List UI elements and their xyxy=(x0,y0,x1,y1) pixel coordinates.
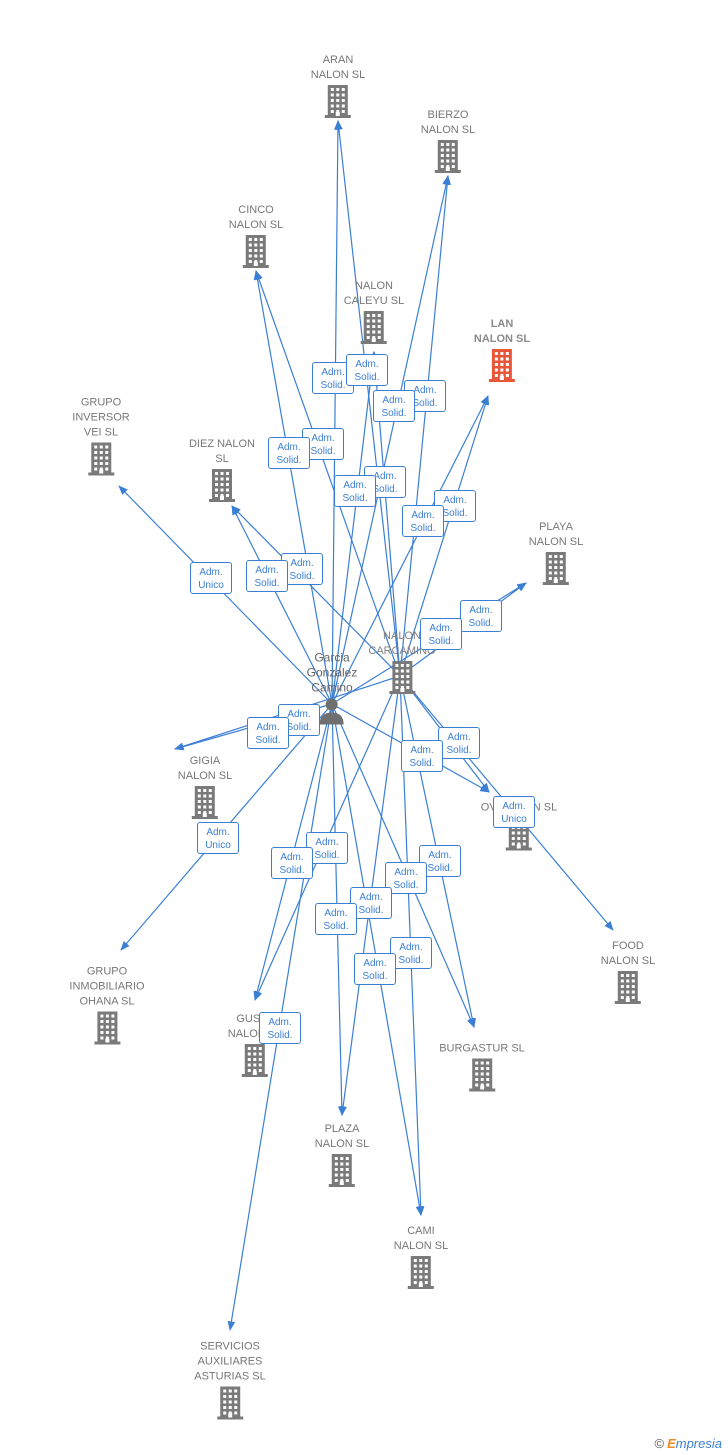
node-bierzo[interactable]: BIERZO NALON SL xyxy=(421,108,475,174)
building-icon xyxy=(188,784,222,820)
brand-name: mpresia xyxy=(675,1436,722,1451)
building-icon xyxy=(213,1385,247,1421)
node-grupo-ohana[interactable]: GRUPO INMOBILIARIO OHANA SL xyxy=(69,965,145,1046)
node-garcia[interactable]: Garcia Gonzalez Camino xyxy=(306,650,358,726)
edge-carcamino-to-diez xyxy=(231,505,401,677)
role-badge[interactable]: Adm. Solid. xyxy=(390,937,432,969)
role-badge[interactable]: Adm. Solid. xyxy=(401,740,443,772)
node-label: SERVICIOS AUXILIARES ASTURIAS SL xyxy=(194,1340,266,1383)
node-burgastur[interactable]: BURGASTUR SL xyxy=(439,1042,525,1093)
role-badge[interactable]: Adm. Solid. xyxy=(247,717,289,749)
node-label: NALON CARCAMINO xyxy=(368,630,436,657)
node-lan[interactable]: LAN NALON SL xyxy=(474,317,530,383)
edge-garcia-to-lan xyxy=(331,395,489,705)
building-icon xyxy=(90,1010,124,1046)
edge-garcia-to-caleyu xyxy=(331,351,377,705)
node-aran[interactable]: ARAN NALON SL xyxy=(311,53,365,119)
role-badge[interactable]: Adm. Solid. xyxy=(315,903,357,935)
edge-garcia-to-cinco xyxy=(253,270,333,705)
node-label: GIGIA NALON SL xyxy=(177,755,233,782)
role-badge[interactable]: Adm. Solid. xyxy=(402,505,444,537)
edge-garcia-to-bierzo xyxy=(331,175,450,705)
node-label: LAN NALON SL xyxy=(473,318,531,345)
building-icon xyxy=(385,659,419,695)
role-badge[interactable]: Adm. Solid. xyxy=(460,600,502,632)
edge-garcia-to-diez xyxy=(231,505,333,705)
brand-initial: E xyxy=(667,1436,676,1451)
copyright-symbol: © xyxy=(654,1436,665,1451)
node-label: DIEZ NALON SL xyxy=(188,438,256,465)
node-label: BIERZO NALON SL xyxy=(420,109,476,136)
role-badge[interactable]: Adm. Solid. xyxy=(334,475,376,507)
role-badge[interactable]: Adm. Solid. xyxy=(346,354,388,386)
role-badge[interactable]: Adm. Unico xyxy=(190,562,232,594)
person-icon xyxy=(317,696,347,726)
role-badge[interactable]: Adm. Solid. xyxy=(373,390,415,422)
node-grupo-inversor[interactable]: GRUPO INVERSOR VEI SL xyxy=(72,396,130,477)
role-badge[interactable]: Adm. Solid. xyxy=(385,862,427,894)
node-label: NALON CALEYU SL xyxy=(343,280,405,307)
building-icon xyxy=(485,347,519,383)
building-icon xyxy=(611,969,645,1005)
role-badge[interactable]: Adm. Solid. xyxy=(246,560,288,592)
edge-garcia-to-grupo_inversor xyxy=(118,485,333,705)
node-servicios[interactable]: SERVICIOS AUXILIARES ASTURIAS SL xyxy=(194,1340,266,1421)
node-carcamino[interactable]: NALON CARCAMINO xyxy=(368,629,436,695)
building-icon xyxy=(404,1254,438,1290)
edge-carcamino-to-cinco xyxy=(255,270,401,677)
building-icon xyxy=(465,1057,499,1093)
building-icon xyxy=(321,83,355,119)
building-icon xyxy=(238,1042,272,1078)
building-icon xyxy=(431,138,465,174)
node-label: PLAZA NALON SL xyxy=(314,1123,370,1150)
role-badge[interactable]: Adm. Solid. xyxy=(271,847,313,879)
role-badge[interactable]: Adm. Unico xyxy=(197,822,239,854)
node-diez[interactable]: DIEZ NALON SL xyxy=(189,437,255,503)
node-food[interactable]: FOOD NALON SL xyxy=(601,939,655,1005)
node-label: GRUPO INVERSOR VEI SL xyxy=(72,396,130,439)
building-icon xyxy=(325,1152,359,1188)
node-gigia[interactable]: GIGIA NALON SL xyxy=(178,754,232,820)
node-label: Garcia Gonzalez Camino xyxy=(306,650,358,695)
node-label: CINCO NALON SL xyxy=(228,204,284,231)
node-playa[interactable]: PLAYA NALON SL xyxy=(529,520,583,586)
node-label: FOOD NALON SL xyxy=(600,940,656,967)
building-icon xyxy=(539,550,573,586)
building-icon xyxy=(357,309,391,345)
node-label: PLAYA NALON SL xyxy=(528,521,584,548)
building-icon xyxy=(205,467,239,503)
node-plaza[interactable]: PLAZA NALON SL xyxy=(315,1122,369,1188)
node-label: CAMI NALON SL xyxy=(393,1225,449,1252)
role-badge[interactable]: Adm. Solid. xyxy=(306,832,348,864)
node-cami[interactable]: CAMI NALON SL xyxy=(394,1224,448,1290)
node-cinco[interactable]: CINCO NALON SL xyxy=(229,203,283,269)
building-icon xyxy=(239,233,273,269)
role-badge[interactable]: Adm. Unico xyxy=(493,796,535,828)
node-label: GRUPO INMOBILIARIO OHANA SL xyxy=(69,965,145,1008)
edge-carcamino-to-bierzo xyxy=(399,175,451,677)
node-caleyu[interactable]: NALON CALEYU SL xyxy=(343,279,405,345)
role-badge[interactable]: Adm. Solid. xyxy=(281,553,323,585)
brand-footer: ©Empresia xyxy=(654,1436,722,1451)
node-label: ARAN NALON SL xyxy=(310,54,366,81)
edge-garcia-to-aran xyxy=(331,120,342,705)
edge-carcamino-to-lan xyxy=(399,395,490,677)
role-badge[interactable]: Adm. Solid. xyxy=(259,1012,301,1044)
building-icon xyxy=(84,441,118,477)
role-badge[interactable]: Adm. Solid. xyxy=(268,437,310,469)
role-badge[interactable]: Adm. Solid. xyxy=(420,618,462,650)
role-badge[interactable]: Adm. Solid. xyxy=(354,953,396,985)
node-label: BURGASTUR SL xyxy=(439,1042,525,1055)
role-badge[interactable]: Adm. Solid. xyxy=(438,727,480,759)
